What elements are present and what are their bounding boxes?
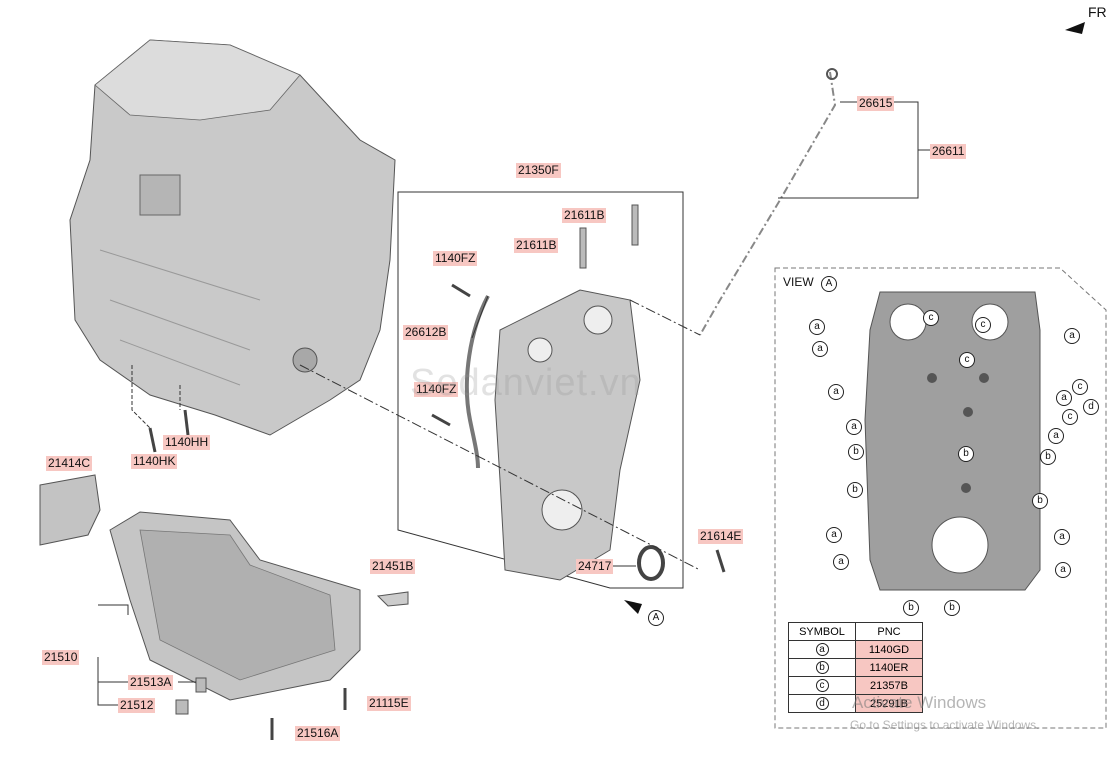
- label-21510[interactable]: 21510: [42, 650, 80, 665]
- label-21512[interactable]: 21512: [118, 698, 156, 713]
- callout-a: a: [1048, 428, 1064, 444]
- callout-b: b: [1040, 449, 1056, 465]
- dowel-pin-1[interactable]: [579, 227, 587, 269]
- header-pnc: PNC: [855, 622, 923, 641]
- label-21614E[interactable]: 21614E: [698, 529, 744, 544]
- label-21611B-a[interactable]: 21611B: [562, 208, 607, 223]
- callout-b: b: [944, 600, 960, 616]
- callout-a: a: [809, 319, 825, 335]
- bolt-1140FZ-a[interactable]: [451, 283, 471, 298]
- table-row: a 1140GD: [788, 640, 923, 659]
- callout-a: a: [833, 554, 849, 570]
- callout-c: c: [923, 310, 939, 326]
- label-21115E[interactable]: 21115E: [367, 696, 411, 711]
- view-a-title: VIEW A: [783, 275, 838, 292]
- timing-chain-cover[interactable]: [494, 289, 641, 581]
- timing-cover-frame: [397, 191, 684, 589]
- header-symbol: SYMBOL: [788, 622, 856, 641]
- label-26615[interactable]: 26615: [857, 96, 895, 111]
- guide-tube[interactable]: [464, 295, 490, 469]
- callout-a: a: [1055, 562, 1071, 578]
- activate-windows-hint[interactable]: Go to Settings to activate Windows.: [850, 718, 1040, 732]
- site-watermark: Sedanviet.vn: [410, 362, 642, 404]
- label-1140HK[interactable]: 1140HK: [131, 454, 178, 469]
- bolt-1140HH[interactable]: [183, 409, 190, 436]
- callout-c: c: [975, 317, 991, 333]
- view-title-text: VIEW: [783, 275, 814, 289]
- view-title-letter: A: [821, 276, 838, 292]
- callout-c: c: [1072, 379, 1088, 395]
- view-a-arrow: [624, 600, 642, 614]
- pnc-cell[interactable]: 1140ER: [855, 658, 923, 677]
- callout-c: c: [959, 352, 975, 368]
- bracket-21451B[interactable]: [376, 591, 409, 607]
- label-21350F[interactable]: 21350F: [516, 163, 561, 178]
- table-row: c 21357B: [788, 676, 923, 695]
- callout-b: b: [847, 482, 863, 498]
- callout-b: b: [848, 444, 864, 460]
- activate-windows-title: Activate Windows: [852, 693, 987, 712]
- callout-a: a: [812, 341, 828, 357]
- table-header-row: SYMBOL PNC: [788, 622, 923, 641]
- bolt-1140FZ-b[interactable]: [431, 413, 451, 427]
- table-row: d 25291B: [788, 694, 923, 713]
- callout-d: d: [1083, 399, 1099, 415]
- bolt-1140HK[interactable]: [148, 427, 157, 453]
- engine-block[interactable]: [69, 39, 396, 436]
- pnc-cell[interactable]: 25291B: [855, 694, 923, 713]
- oil-pan[interactable]: [109, 511, 361, 701]
- dowel-pin-2[interactable]: [631, 204, 639, 246]
- callout-a: a: [846, 419, 862, 435]
- callout-a: a: [1056, 390, 1072, 406]
- drain-plug-21513A[interactable]: [195, 677, 207, 693]
- oil-seal[interactable]: [637, 545, 665, 581]
- dipstick[interactable]: [699, 71, 837, 336]
- callout-b: b: [958, 446, 974, 462]
- label-1140FZ-b[interactable]: 1140FZ: [414, 382, 459, 397]
- callout-a: a: [826, 527, 842, 543]
- symbol-cell: a: [815, 643, 829, 656]
- label-21414C[interactable]: 21414C: [46, 456, 93, 471]
- label-26611[interactable]: 26611: [930, 144, 967, 159]
- callout-a: a: [1054, 529, 1070, 545]
- view-a-marker: A: [648, 610, 664, 626]
- label-1140HH[interactable]: 1140HH: [163, 435, 211, 450]
- label-24717[interactable]: 24717: [576, 559, 614, 574]
- table-row: b 1140ER: [788, 658, 923, 677]
- front-indicator: FR: [1088, 4, 1107, 20]
- label-21513A[interactable]: 21513A: [128, 675, 174, 690]
- symbol-cell: b: [815, 661, 829, 674]
- fr-arrow-icon: [1065, 22, 1085, 34]
- callout-b: b: [1032, 493, 1048, 509]
- pnc-cell[interactable]: 21357B: [855, 676, 923, 695]
- label-1140FZ-a[interactable]: 1140FZ: [433, 251, 478, 266]
- label-21516A[interactable]: 21516A: [295, 726, 341, 741]
- bolt-21614E[interactable]: [715, 549, 726, 573]
- view-a-box: [774, 267, 1107, 729]
- callout-a: a: [1064, 328, 1080, 344]
- pnc-cell[interactable]: 1140GD: [855, 640, 923, 659]
- label-21611B-b[interactable]: 21611B: [514, 238, 559, 253]
- gasket-21512[interactable]: [175, 699, 189, 715]
- symbol-cell: d: [815, 697, 829, 710]
- symbol-cell: c: [815, 679, 829, 692]
- callout-c: c: [1062, 409, 1078, 425]
- view-a-cover[interactable]: [864, 291, 1041, 591]
- symbol-pnc-table: SYMBOL PNC a 1140GD b 1140ER c 21357B d …: [788, 622, 923, 713]
- label-26612B[interactable]: 26612B: [403, 325, 449, 340]
- callout-a: a: [828, 384, 844, 400]
- label-21451B[interactable]: 21451B: [370, 559, 416, 574]
- callout-b: b: [903, 600, 919, 616]
- baffle-plate[interactable]: [39, 474, 101, 546]
